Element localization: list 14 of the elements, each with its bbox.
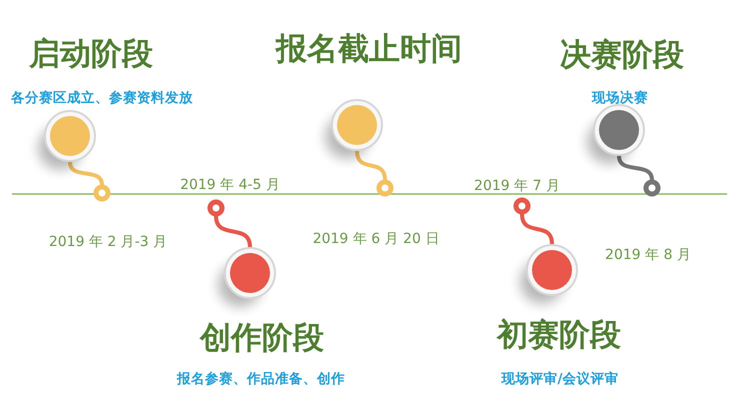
stage-description: 现场评审/会议评审 [502,372,618,388]
date-label: 2019 年 7 月 [474,178,560,194]
stage-description: 报名参赛、作品准备、创作 [177,372,345,388]
date-label: 2019 年 2 月-3 月 [48,234,168,250]
date-label: 2019 年 4-5 月 [180,177,280,194]
stage-title: 决赛阶段 [560,38,684,74]
stage-title: 初赛阶段 [497,318,621,354]
stage-title: 启动阶段 [29,37,153,73]
date-label: 2019 年 6 月 20 日 [312,231,440,248]
date-label: 2019 年 8 月 [605,247,691,264]
stage-title: 报名截止时间 [276,32,462,68]
stage-title: 创作阶段 [200,321,324,357]
stage-description: 现场决赛 [592,91,648,107]
stage-description: 各分赛区成立、参赛资料发放 [11,91,193,107]
